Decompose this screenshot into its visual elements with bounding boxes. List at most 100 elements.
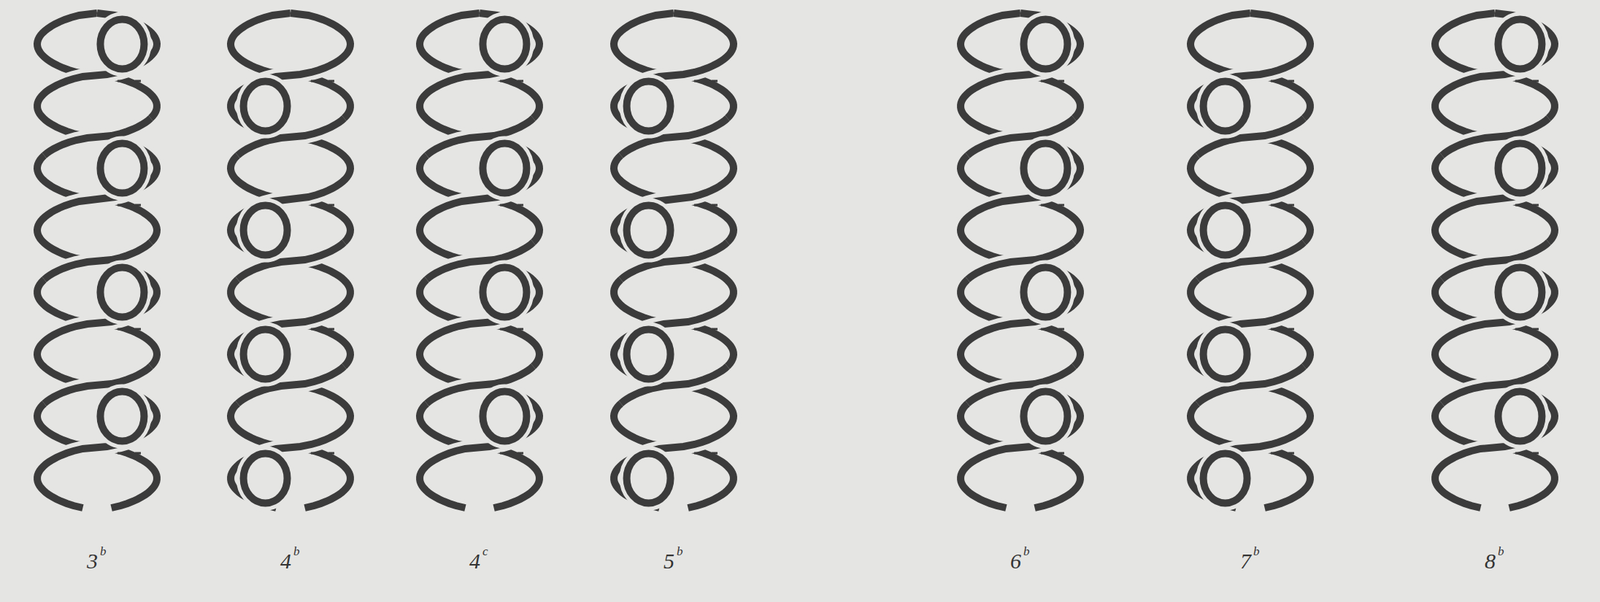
knot-number: 8: [1484, 548, 1496, 574]
knot-loop: [627, 329, 671, 380]
knot-loop: [1023, 391, 1068, 442]
knot-loop: [243, 205, 288, 256]
sinnet-column: [419, 13, 540, 509]
dashed-mark: [1515, 328, 1541, 331]
sinnet-column: [37, 13, 157, 509]
strand-gap: [1190, 13, 1311, 509]
dashed-mark: [310, 328, 336, 331]
sinnet-column: [613, 13, 734, 509]
knot-loop: [627, 205, 671, 256]
dashed-mark: [1515, 204, 1541, 207]
dashed-mark: [117, 452, 143, 455]
knot-strand: [1190, 13, 1311, 509]
knot-loop: [100, 19, 144, 70]
loop-gap: [243, 454, 288, 504]
knot-strand: [419, 13, 540, 509]
loop-gap: [627, 329, 671, 380]
loop-gap: [627, 454, 671, 504]
sinnet-column: [230, 13, 351, 509]
dashed-mark: [1515, 452, 1541, 455]
loop-gap: [1497, 267, 1542, 318]
knot-loop: [100, 267, 144, 318]
dashed-mark: [117, 328, 143, 331]
loop-gap: [100, 143, 144, 194]
loop-gap: [1203, 454, 1248, 504]
knot-loop: [482, 19, 527, 70]
loop-gap: [1203, 81, 1248, 132]
loop-gap: [1023, 143, 1068, 194]
knot-strand: [1435, 13, 1555, 509]
dashed-mark: [1515, 80, 1541, 83]
loop-gap: [243, 329, 288, 380]
dashed-mark: [310, 452, 336, 455]
dashed-mark: [1040, 452, 1066, 455]
knot-loop: [100, 391, 144, 442]
knot-variant: b: [293, 544, 300, 560]
knot-loop: [1203, 205, 1248, 256]
loop-gap: [482, 391, 527, 442]
loop-gap: [1497, 391, 1542, 442]
dashed-mark: [1040, 80, 1066, 83]
loop-gap: [482, 19, 527, 70]
loop-gap: [1023, 267, 1068, 318]
knot-strand: [613, 13, 734, 509]
loop-gap: [1023, 391, 1068, 442]
knot-loop: [1497, 391, 1542, 442]
knot-loop: [1023, 143, 1068, 194]
knot-strand: [1435, 13, 1555, 509]
sinnet-column: [1190, 13, 1311, 509]
dashed-mark: [500, 452, 525, 455]
sinnet-column: [960, 13, 1081, 509]
knot-strand: [419, 13, 540, 509]
knot-strand: [613, 13, 734, 509]
knot-loop: [482, 143, 527, 194]
knot-loop: [482, 391, 527, 442]
strand-gap: [230, 13, 351, 509]
strand-gap: [1435, 13, 1555, 509]
knot-strand: [37, 13, 157, 509]
loop-gap: [243, 205, 288, 256]
dashed-mark: [500, 204, 525, 207]
loop-gap: [1203, 329, 1248, 380]
dashed-mark: [310, 204, 336, 207]
dashed-mark: [694, 204, 719, 207]
knot-variant: b: [100, 544, 107, 560]
dashed-mark: [694, 80, 719, 83]
knot-loop: [243, 454, 288, 504]
knot-loop: [1203, 81, 1248, 132]
knot-loop: [100, 143, 144, 194]
dashed-mark: [1270, 452, 1296, 455]
dashed-mark: [1040, 204, 1066, 207]
knot-number: 7: [1240, 548, 1252, 574]
knot-loop: [243, 329, 288, 380]
dashed-mark: [1270, 328, 1296, 331]
dashed-mark: [500, 80, 525, 83]
loop-gap: [100, 391, 144, 442]
loop-gap: [100, 19, 144, 70]
loop-gap: [482, 267, 527, 318]
loop-gap: [1497, 19, 1542, 70]
knot-loop: [1497, 267, 1542, 318]
dashed-mark: [694, 328, 719, 331]
dashed-mark: [694, 452, 719, 455]
knot-variant: b: [676, 544, 684, 560]
knot-loop: [1203, 329, 1248, 380]
knot-number: 4: [280, 548, 292, 574]
dashed-mark: [500, 328, 525, 331]
dashed-mark: [310, 80, 336, 83]
knot-number: 6: [1010, 548, 1022, 574]
dashed-mark: [1040, 328, 1066, 331]
loop-gap: [627, 81, 671, 132]
knot-loop: [1023, 19, 1068, 70]
loop-gap: [1497, 143, 1542, 194]
dashed-mark: [1270, 80, 1296, 83]
knot-loop: [1023, 267, 1068, 318]
strand-gap: [613, 13, 734, 509]
loop-gap: [243, 81, 288, 132]
dashed-mark: [117, 204, 143, 207]
sinnet-column: [1435, 13, 1555, 509]
knot-number: 4: [469, 548, 481, 574]
knot-loop: [1203, 454, 1248, 504]
knot-strand: [37, 13, 157, 509]
